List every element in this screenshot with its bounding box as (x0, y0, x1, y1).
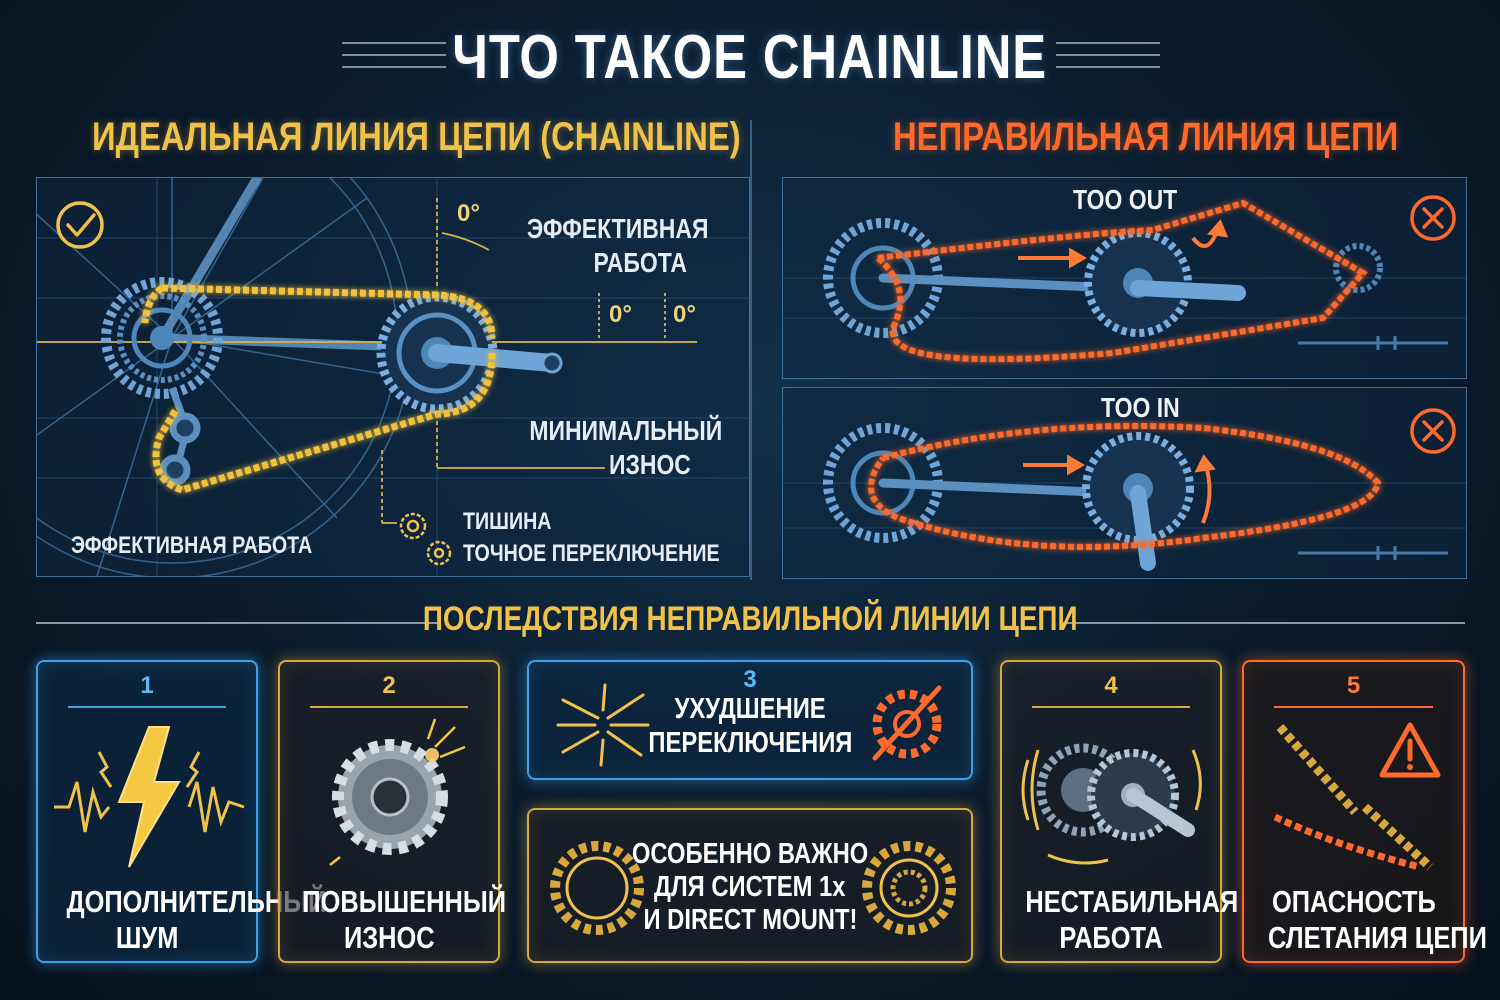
consequence-card-wear: 2 ПОВЫШЕННЫЙ ИЗНОС (278, 660, 507, 963)
card-number-rule (310, 706, 468, 708)
lightning-sound-wave-icon (54, 726, 245, 868)
title-rule-right-1 (1056, 42, 1160, 44)
consequence-card-chain-drop: 5 ОПАСНОСТЬ СЛЕТАНИЯ ЦЕПИ (1242, 660, 1487, 963)
chainring-icon (550, 841, 644, 935)
angle-right-label: 0° (673, 301, 696, 328)
too-in-svg (783, 408, 1466, 571)
card-number-rule (1032, 706, 1190, 708)
important-note-card: ОСОБЕННО ВАЖНО ДЛЯ СИСТЕМ 1x И DIRECT MO… (527, 808, 973, 963)
x-circle-icon (1410, 195, 1456, 241)
card-text: УХУДШЕНИЕ ПЕРЕКЛЮЧЕНИЯ (647, 693, 852, 759)
check-circle-icon (56, 201, 104, 249)
vibrating-drivetrain-icon (1021, 743, 1202, 865)
page-title-text: ЧТО ТАКОЕ CHAINLINE (452, 23, 1048, 92)
ideal-section-title: ИДЕАЛЬНАЯ ЛИНИЯ ЦЕПИ (CHAINLINE) (92, 115, 883, 160)
direction-arrows (1023, 454, 1216, 524)
angle-left-label: 0° (609, 301, 632, 328)
too-out-diagram: TOO OUT (782, 177, 1467, 379)
precise-shift-label: ТОЧНОЕ ПЕРЕКЛЮЧЕНИЕ (463, 540, 720, 567)
wrong-section-title: НЕПРАВИЛЬНАЯ ЛИНИЯ ЦЕПИ (893, 115, 1500, 160)
consequences-rule-left (36, 622, 438, 624)
title-rule-left-1 (342, 42, 446, 44)
card-number: 3 (743, 666, 757, 693)
title-rule-right-3 (1056, 66, 1160, 68)
consequences-title: ПОСЛЕДСТВИЯ НЕПРАВИЛЬНОЙ ЛИНИИ ЦЕПИ (422, 600, 1078, 638)
card-text: ДОПОЛНИТЕЛЬНЫЙ ШУМ (66, 884, 327, 955)
effective-work-bottom-label: ЭФФЕКТИВНАЯ РАБОТА (71, 532, 313, 559)
x-circle-icon (1410, 408, 1456, 454)
too-out-label: TOO OUT (1073, 184, 1178, 215)
too-out-svg (783, 195, 1466, 363)
angle-markers (381, 198, 666, 524)
direction-arrows (1018, 219, 1229, 269)
wrong-section-title-text: НЕПРАВИЛЬНАЯ ЛИНИЯ ЦЕПИ (893, 115, 1399, 159)
title-rule-left-2 (342, 54, 446, 56)
quiet-label: ТИШИНА (463, 508, 552, 535)
important-note-text: ОСОБЕННО ВАЖНО ДЛЯ СИСТЕМ 1x И DIRECT MO… (631, 838, 869, 936)
angle-top-label: 0° (457, 200, 480, 227)
too-in-chain (868, 423, 1382, 550)
chain-warning-icon (1273, 722, 1441, 871)
consequence-card-unstable: 4 НЕСТАБИЛЬНАЯ РАБОТА (1000, 660, 1239, 963)
card-text: ОПАСНОСТЬ СЛЕТАНИЯ ЦЕПИ (1268, 884, 1487, 955)
min-wear-label: МИНИМАЛЬНЫЙ ИЗНОС (529, 415, 723, 480)
card-text: ПОВЫШЕННЫЙ ИЗНОС (302, 884, 507, 955)
ideal-section-title-text: ИДЕАЛЬНАЯ ЛИНИЯ ЦЕПИ (CHAINLINE) (92, 115, 741, 159)
direct-mount-chainring-icon (862, 841, 956, 935)
cassette (101, 277, 223, 399)
card-number: 2 (382, 672, 396, 699)
too-in-diagram: TOO IN (782, 387, 1467, 579)
too-out-chain (876, 199, 1368, 363)
gears-icon (399, 512, 452, 566)
crossed-gear-icon (872, 685, 942, 761)
card-number: 5 (1346, 672, 1361, 699)
section-divider (750, 120, 752, 580)
rear-derailleur (159, 386, 201, 486)
card-number: 4 (1104, 672, 1118, 699)
card-number-rule (1274, 706, 1433, 708)
ideal-chainline-diagram: 0° 0° 0° ЭФФЕКТИВНАЯ РАБОТА МИНИМАЛЬНЫЙ … (36, 177, 750, 577)
card-number: 1 (140, 672, 154, 699)
broken-shift-icon (556, 683, 650, 767)
card-text: НЕСТАБИЛЬНАЯ РАБОТА (1025, 884, 1239, 955)
effective-work-label: ЭФФЕКТИВНАЯ РАБОТА (526, 213, 709, 278)
ideal-diagram-svg (37, 178, 749, 576)
chainring (376, 292, 563, 414)
worn-gear-icon (329, 718, 466, 866)
title-rule-right-2 (1056, 54, 1160, 56)
page-title: ЧТО ТАКОЕ CHAINLINE (0, 22, 1500, 93)
consequence-card-noise: 1 ДОПОЛНИТЕЛЬНЫЙ ШУМ (36, 660, 327, 963)
consequences-rule-right (1062, 622, 1465, 624)
card-number-rule (68, 706, 226, 708)
too-in-label: TOO IN (1101, 392, 1180, 423)
title-rule-left-3 (342, 66, 446, 68)
consequence-card-shifting: 3 УХУДШЕНИЕ ПЕРЕКЛЮЧЕНИЯ (527, 660, 973, 780)
